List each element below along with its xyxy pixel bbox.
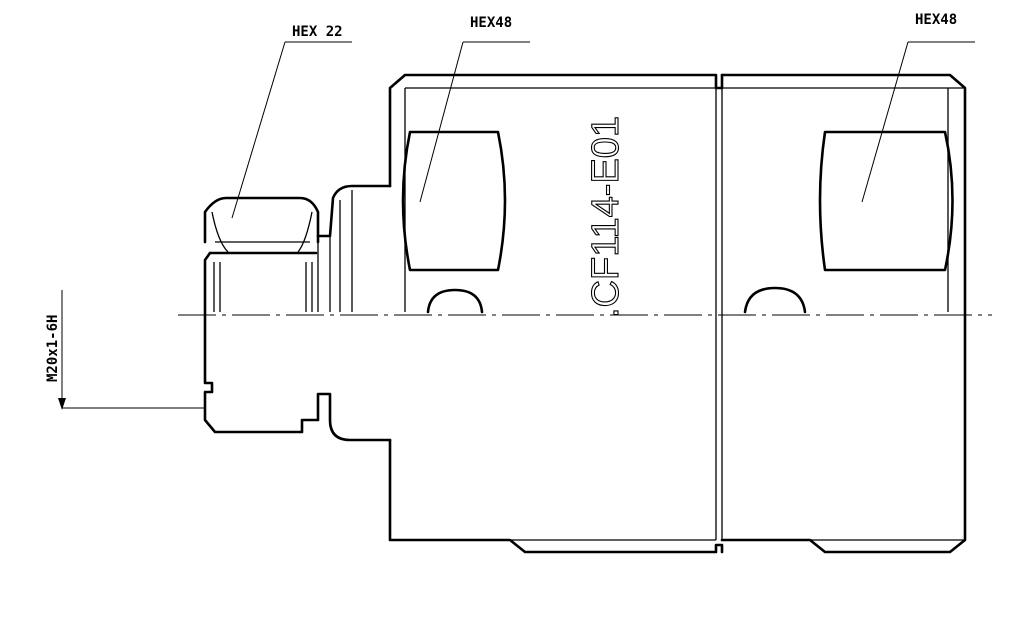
hex-48-mid-label: HEX48 <box>470 15 512 31</box>
hex-22-label: HEX 22 <box>292 24 343 40</box>
hex-48-right-label: HEX48 <box>915 12 957 28</box>
part-mark: .CF114-E01 <box>585 116 627 318</box>
hex-48-mid-callout: HEX48 <box>419 15 530 203</box>
hex-48-body-left <box>388 73 724 554</box>
hex-48-right-callout: HEX48 <box>861 12 975 203</box>
hex-22-callout: HEX 22 <box>231 24 352 219</box>
thread-callout: M20x1-6H <box>45 290 205 410</box>
thread-label: M20x1-6H <box>45 315 61 382</box>
hex-22-nut <box>203 196 392 442</box>
neck <box>316 184 392 312</box>
thread-arrow-icon <box>58 398 66 410</box>
hex-48-body-right <box>720 73 967 554</box>
